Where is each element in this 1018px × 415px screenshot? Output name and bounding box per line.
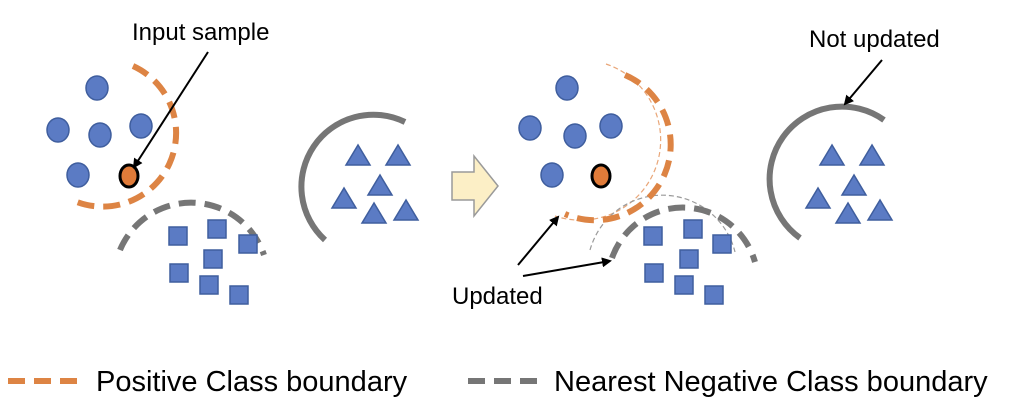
not-updated-label: Not updated	[809, 26, 940, 53]
triangle-class-after	[804, 143, 894, 224]
updated-pointer-negative	[522, 257, 612, 277]
negative-boundary-before	[117, 199, 267, 256]
updated-pointer-positive	[517, 215, 560, 266]
input-sample-label: Input sample	[132, 19, 269, 46]
positive-class-circles-after	[518, 75, 623, 188]
triangle-point	[818, 143, 846, 166]
square-point	[203, 249, 223, 269]
updated-label: Updated	[452, 283, 543, 310]
triangle-class	[330, 143, 420, 224]
square-point	[238, 234, 258, 254]
previous-negative-boundary	[589, 194, 736, 253]
negative-boundary-after	[609, 204, 758, 263]
triangle-point	[840, 173, 868, 196]
triangle-point	[330, 186, 358, 209]
negative-class-squares-after	[643, 219, 732, 305]
square-point	[199, 275, 219, 295]
square-point	[229, 285, 249, 305]
triangle-point	[858, 143, 886, 166]
circle-point	[85, 75, 109, 101]
circle-point	[518, 115, 542, 141]
square-point	[704, 285, 724, 305]
square-point	[207, 219, 227, 239]
triangle-class-boundary-after	[766, 103, 886, 241]
legend-positive-label: Positive Class boundary	[96, 366, 408, 398]
triangle-point	[866, 198, 894, 221]
square-point	[168, 226, 188, 246]
circle-point	[540, 162, 564, 188]
input-sample	[118, 163, 140, 189]
positive-class-circles	[46, 75, 153, 188]
triangle-class-boundary-before	[298, 111, 407, 243]
square-point	[674, 275, 694, 295]
triangle-point	[360, 201, 388, 224]
triangle-point	[344, 143, 372, 166]
triangle-point	[366, 173, 394, 196]
not-updated-pointer	[843, 59, 883, 106]
triangle-point	[384, 143, 412, 166]
square-point	[679, 249, 699, 269]
positive-boundary-before	[70, 63, 180, 210]
transition-arrow-icon	[451, 153, 499, 219]
triangle-point	[834, 201, 862, 224]
square-point	[643, 226, 663, 246]
circle-point	[46, 117, 70, 143]
after-panel: Not updated Updated	[452, 26, 940, 310]
input-sample-after	[590, 163, 612, 189]
negative-class-squares	[168, 219, 258, 305]
square-point	[712, 234, 732, 254]
triangle-point	[392, 198, 420, 221]
positive-boundary-after	[563, 72, 674, 224]
circle-point	[555, 75, 579, 101]
before-panel: Input sample	[46, 19, 420, 305]
triangle-point	[804, 186, 832, 209]
square-point	[644, 263, 664, 283]
input-sample-pointer	[132, 51, 209, 169]
square-point	[169, 263, 189, 283]
legend-negative-label: Nearest Negative Class boundary	[554, 366, 988, 398]
circle-point	[599, 113, 623, 139]
circle-point	[129, 113, 153, 139]
square-point	[683, 219, 703, 239]
legend: Positive Class boundary Nearest Negative…	[8, 366, 988, 398]
circle-point	[66, 162, 90, 188]
circle-point	[563, 123, 587, 149]
circle-point	[88, 122, 112, 148]
